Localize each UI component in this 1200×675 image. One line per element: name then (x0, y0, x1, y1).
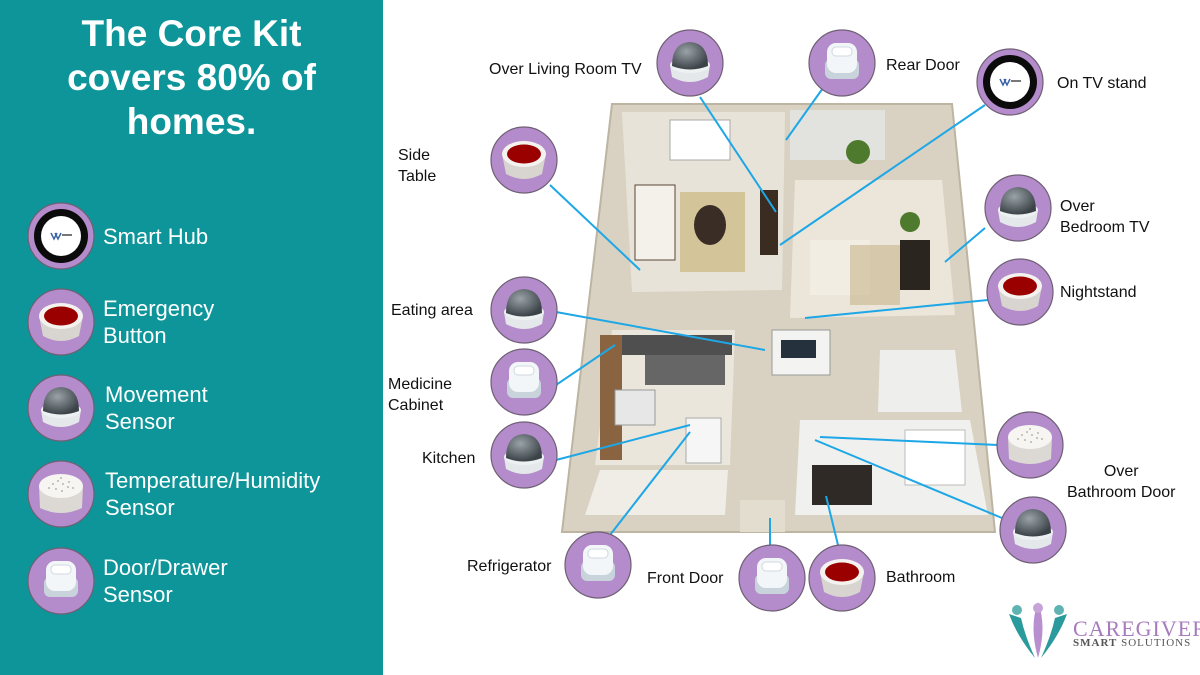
emergency-button-icon[interactable] (808, 544, 876, 612)
movement-sensor-icon[interactable] (999, 496, 1067, 564)
movement-sensor-icon[interactable] (656, 29, 724, 97)
movement-sensor-icon[interactable] (490, 421, 558, 489)
title-line: The Core Kit (81, 13, 302, 54)
caregiver-logo: CAREGIVER™ SMART SOLUTIONS (1005, 596, 1200, 660)
connector-line (819, 436, 999, 446)
placement-label: Front Door (647, 570, 724, 587)
connector-line (555, 424, 691, 461)
connector-line (779, 104, 986, 246)
door-drawer-sensor-icon[interactable] (564, 531, 632, 599)
logo-name: CAREGIVER (1073, 616, 1200, 641)
page-title: The Core Kit covers 80% of homes. (0, 12, 383, 144)
legend-label: Smart Hub (103, 223, 209, 249)
connector-line (609, 431, 691, 536)
placement-label: Rear Door (886, 57, 960, 74)
legend-item-smart-hub: Smart Hub (27, 201, 208, 271)
connector-line (699, 96, 777, 213)
connector-line (549, 184, 641, 271)
connector-line (944, 227, 986, 263)
title-line: covers 80% of (67, 57, 316, 98)
connector-line (555, 311, 766, 351)
door-drawer-sensor-icon[interactable] (808, 29, 876, 97)
placement-label: Over Living Room TV (489, 61, 642, 78)
placement-label: On TV stand (1057, 75, 1147, 92)
door-drawer-sensor-icon[interactable] (738, 544, 806, 612)
connector-line (555, 344, 616, 386)
connector-line (804, 299, 989, 319)
placement-label: Eating area (391, 302, 473, 319)
emergency-button-icon[interactable] (490, 126, 558, 194)
connector-line (825, 495, 839, 546)
emergency-button-icon[interactable] (986, 258, 1054, 326)
placement-label: Bathroom (886, 569, 956, 586)
title-line: homes. (126, 101, 257, 142)
placement-label: Kitchen (422, 450, 476, 467)
temperature-humidity-sensor-icon[interactable] (996, 411, 1064, 479)
movement-sensor-icon[interactable] (490, 276, 558, 344)
connector-line (814, 439, 1003, 519)
floor-plan-illustration (560, 103, 997, 533)
logo-tagline: SMART SOLUTIONS (1073, 637, 1192, 649)
placement-label: Refrigerator (467, 558, 552, 575)
smart-hub-icon[interactable] (976, 48, 1044, 116)
movement-sensor-icon[interactable] (984, 174, 1052, 242)
sidebar: The Core Kit covers 80% of homes. Smart … (0, 0, 383, 675)
door-drawer-sensor-icon[interactable] (490, 348, 558, 416)
connector-line (785, 87, 824, 141)
placement-label: Nightstand (1060, 284, 1137, 301)
logo-figures-icon (1009, 602, 1067, 658)
connector-lines (549, 87, 1003, 546)
